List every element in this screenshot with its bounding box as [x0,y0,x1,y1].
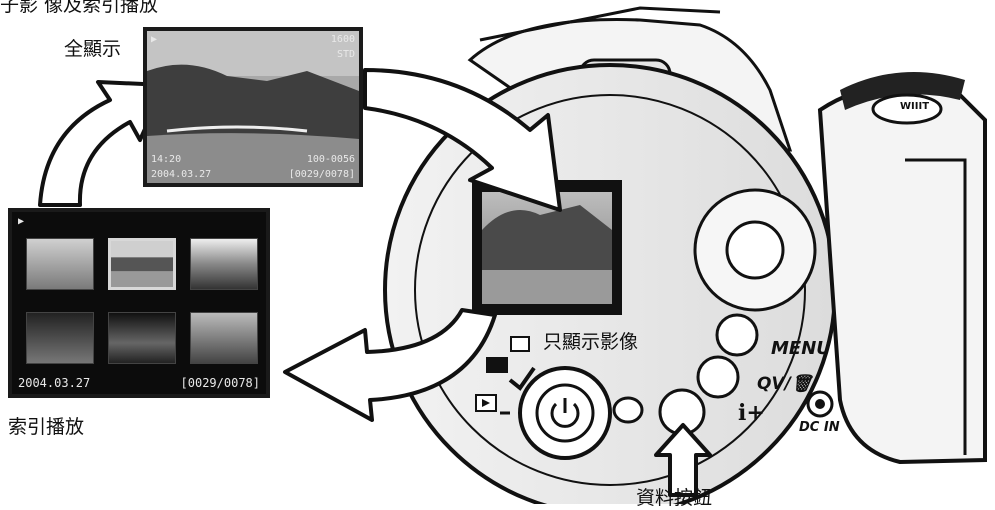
thumbnail[interactable] [26,312,94,364]
thumbnail-selected[interactable] [108,238,176,290]
index-playback-label: 索引播放 [8,416,85,438]
time: 14:20 [151,154,182,165]
play-mode-icon: ▶ [18,216,25,227]
info-button-symbol: i+ [738,400,765,426]
menu-btn-shape [715,313,759,357]
landscape-photo [147,31,359,183]
zoom-lever-label: WIIIT [900,101,930,112]
folder-file: 100-0056 [306,154,355,165]
resolution: 1600 [330,34,355,45]
full-display-screen: ▶ 1600 STD 14:20 100-0056 2004.03.27 [00… [143,27,363,187]
arrow-full-to-lcd [363,68,562,212]
quality: STD [336,49,355,60]
thumbnail[interactable] [26,238,94,290]
arrow-info-button [654,423,712,497]
menu-button-label: MENU [771,338,831,359]
info-button-label: 資料按鈕 [636,487,713,509]
date: 2004.03.27 [151,169,212,180]
qv-btn-shape [696,355,740,399]
trash-icon: 🗑 [790,374,813,394]
full-display-label: 全顯示 [64,38,122,60]
thumbnail[interactable] [108,312,176,364]
frame-counter: [0029/0078] [288,169,355,180]
thumbnail[interactable] [190,312,258,364]
zoom-lever [871,93,943,125]
index-date: 2004.03.27 [18,376,91,390]
index-frame-counter: [0029/0078] [180,376,260,390]
header-fragment: 子影 像及索引播放 [0,0,159,16]
image-only-label: 只顯示影像 [543,331,639,353]
camera-grip [817,83,987,465]
qv-delete-button-label: QV/🗑 [757,374,813,394]
zoom-ring [840,72,965,110]
dc-in-label: DC IN [799,420,840,435]
play-mode-icon: ▶ [151,34,158,45]
arrow-lcd-to-index [283,308,497,422]
index-screen: ▶ 2004.03.27 [0029/0078] [8,208,270,398]
thumbnail[interactable] [190,238,258,290]
